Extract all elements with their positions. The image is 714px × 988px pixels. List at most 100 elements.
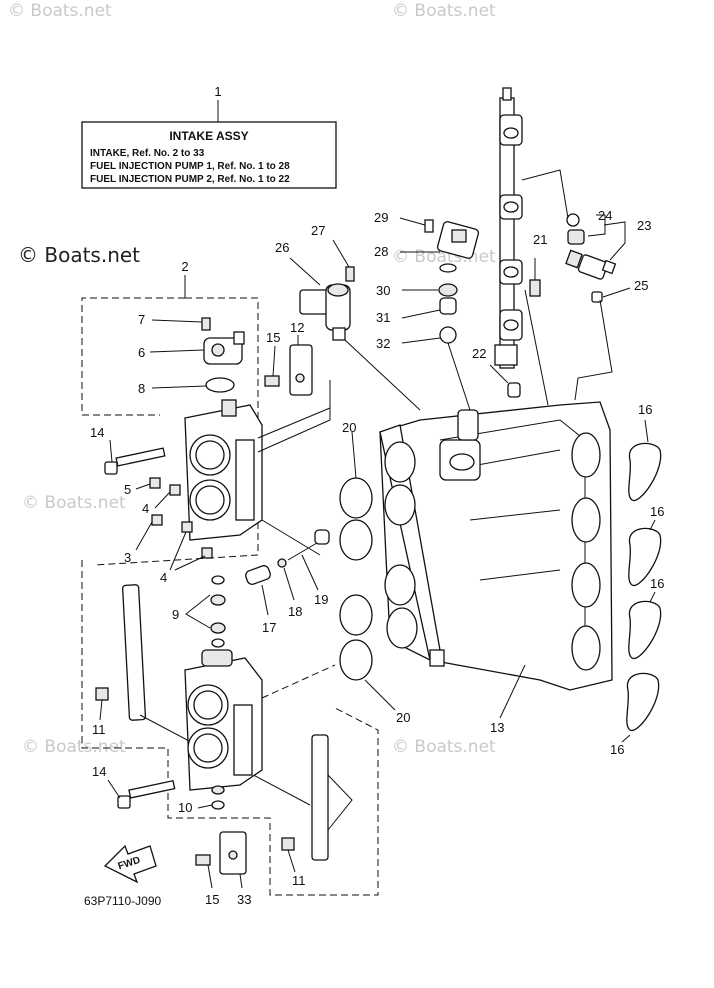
callout-14-lower: 14 [92,764,106,779]
callout-6: 6 [138,345,145,360]
watermark-top-left: © Boats.net [8,1,112,21]
callout-2: 2 [181,259,188,274]
gasket-20-a [339,477,373,519]
sensor-26 [299,283,351,341]
gasket-16-d [626,672,660,731]
leader-4-lower-b [174,555,206,571]
screw-27 [345,266,355,282]
leader-6 [149,349,205,353]
bolt-14-lower [117,779,176,809]
plate-12 [289,344,313,396]
bolt-14-upper [104,447,166,475]
o-ring-8 [205,377,235,393]
screw-7 [201,317,211,331]
callout-1: 1 [214,84,221,99]
watermark-mid-left: © Boats.net [22,493,126,513]
leader-14-lower [107,779,121,799]
washer-9-b [210,594,226,606]
washer-30 [438,283,458,297]
info-box-line-3: FUEL INJECTION PUMP 2, Ref. No. 1 to 22 [90,174,290,185]
screw-29 [424,219,434,233]
bolt-11-left [95,687,109,701]
callout-20-upper: 20 [342,420,356,435]
callout-13: 13 [490,720,504,735]
washer-9-a [211,575,225,585]
callout-17: 17 [262,620,276,635]
callout-5: 5 [124,482,131,497]
bolt-21 [529,279,541,297]
leader-20-lower [364,679,396,711]
sensor-6 [203,331,245,365]
callout-26: 26 [275,240,289,255]
gasket-16-b [628,527,662,586]
callout-27: 27 [311,223,325,238]
injector-to-manifold-line [574,299,613,401]
leader-3 [135,521,153,551]
washer-9-d [211,638,225,648]
leader-24 [587,214,606,237]
o-ring-32 [439,326,457,344]
leader-26 [289,257,321,286]
washer-10-b [211,800,225,810]
leader-5 [135,483,151,490]
leader-20-upper [351,431,357,479]
gasket-20-c [339,594,373,636]
leader-33 [239,873,243,889]
leader-16-d [621,734,631,743]
callout-18: 18 [288,604,302,619]
fuel-rail [494,87,523,369]
leader-25 [602,287,631,298]
screw-4-upper [169,484,181,496]
callout-21: 21 [533,232,547,247]
callout-30: 30 [376,283,390,298]
callout-8: 8 [138,381,145,396]
watermark-low-left: © Boats.net [22,737,126,757]
bracket-33-hole [228,850,238,860]
link-17 [245,565,271,585]
leader-16-b [649,519,656,531]
callout-12: 12 [290,320,304,335]
callout-9: 9 [172,607,179,622]
holder-31 [439,297,457,315]
injector-23 [565,249,617,280]
throttle-body-lower [184,649,263,791]
bolt-15-lower [195,854,211,866]
callout-32: 32 [376,336,390,351]
gasket-plate-right [311,734,329,861]
callout-19: 19 [314,592,328,607]
callout-7: 7 [138,312,145,327]
rail-to-injector-line [521,169,569,219]
callout-3: 3 [124,550,131,565]
callout-29: 29 [374,210,388,225]
leader-16-c [649,591,656,603]
screw-4-b [201,547,213,559]
grommet-22 [507,382,521,398]
watermark-copyright: © Boats.net [18,243,140,267]
outline-2-bottom [81,560,379,896]
screw-3 [151,514,163,526]
drawing-code: 63P7110-J090 [84,894,162,908]
sensor-26-line [344,339,421,411]
outline-2-mid [94,554,259,566]
callout-23: 23 [637,218,651,233]
watermark-top-right: © Boats.net [392,1,496,21]
washer-10-a [211,785,225,795]
callout-25: 25 [634,278,648,293]
info-box [81,121,337,189]
leader-23 [603,221,626,261]
gasket-16-c [628,600,662,659]
leader-29 [399,217,426,226]
leader-17 [261,584,269,616]
callout-4-upper: 4 [142,501,149,516]
bolt-15-upper [264,375,280,387]
callout-24: 24 [598,208,612,223]
callout-11-left: 11 [92,722,106,737]
plate-12-hole [295,373,305,383]
info-box-line-2: FUEL INJECTION PUMP 1, Ref. No. 1 to 28 [90,161,290,172]
callout-22: 22 [472,346,486,361]
lower-body-dash [261,664,336,699]
leader-11-right [287,849,296,873]
seal-25 [591,291,603,303]
callout-15-lower: 15 [205,892,219,907]
